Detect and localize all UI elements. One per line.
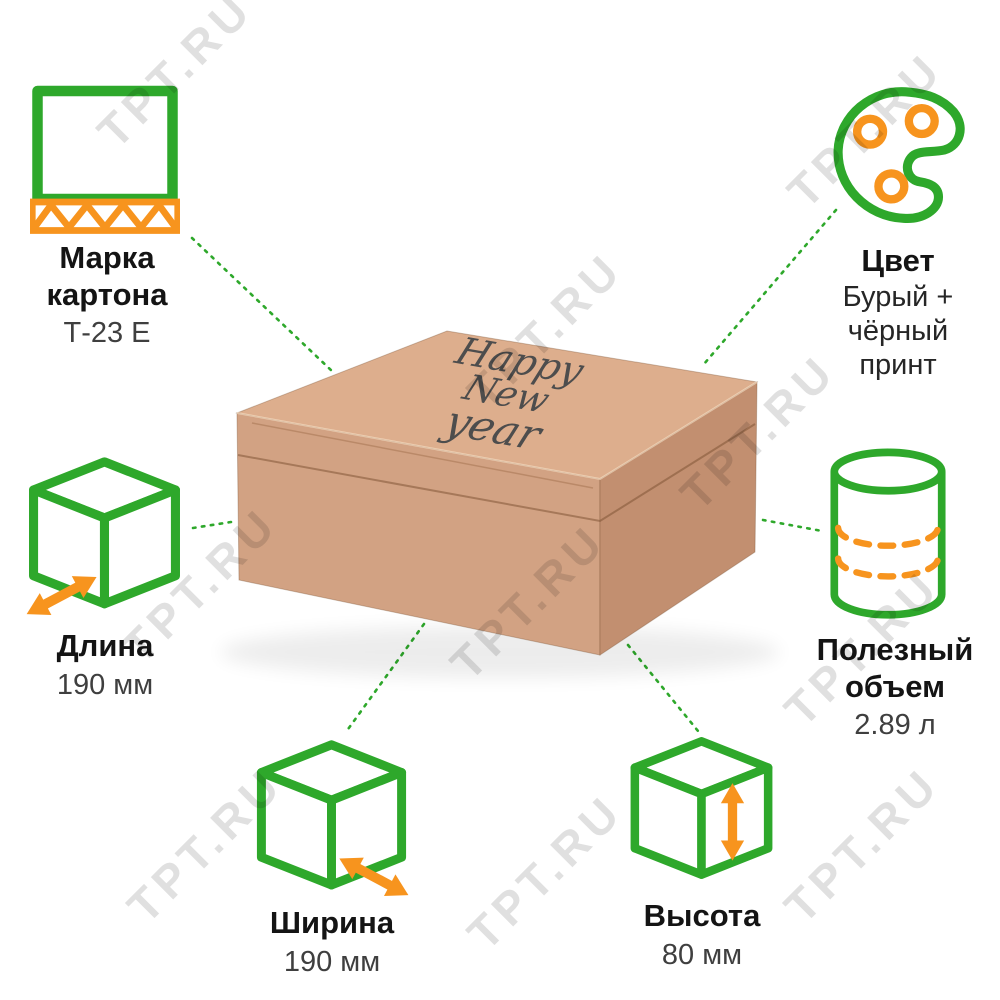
palette-shape — [833, 87, 965, 223]
paint-dot — [874, 169, 909, 204]
cardboard-label: Марка — [59, 240, 155, 275]
paint-dot — [904, 103, 939, 139]
fill-level-dashes — [834, 524, 942, 549]
connector-line — [190, 236, 335, 374]
cylinder-top-shape — [830, 448, 946, 495]
length-value: 190 мм — [56, 668, 154, 701]
width-cube-icon — [256, 740, 409, 897]
cube-right-shape — [99, 485, 180, 609]
connector-line — [761, 518, 824, 533]
cardboard-sheet-shape — [32, 85, 178, 205]
color-value: принт — [859, 349, 937, 382]
volume-cylinder-icon — [830, 448, 946, 619]
spec-cardboard: Марка картона Т-23 Е — [0, 240, 227, 350]
spec-length: Длина 190 мм — [0, 628, 225, 702]
color-value: чёрный — [847, 314, 949, 347]
width-value: 190 мм — [283, 945, 381, 978]
fill-level-dashes — [834, 555, 942, 580]
box-lid-seam — [237, 423, 756, 523]
cardboard-grade-icon — [30, 85, 180, 234]
length-arrow-icon — [26, 576, 97, 615]
volume-value: 2.89 л — [854, 709, 936, 742]
connector-line — [702, 208, 838, 366]
box-shadow — [220, 626, 780, 678]
width-label: Ширина — [269, 905, 395, 940]
box-lid-crease — [251, 422, 594, 489]
spec-width: Ширина 190 мм — [212, 905, 452, 979]
volume-label: объем — [844, 668, 946, 704]
length-cube-icon — [26, 457, 180, 615]
connector-line — [344, 622, 426, 734]
cardboard-label: картона — [46, 276, 168, 312]
color-value: Бурый + — [842, 280, 954, 313]
height-arrow-icon — [720, 783, 745, 861]
height-value: 80 мм — [661, 938, 743, 971]
height-label: Высота — [643, 898, 761, 933]
height-cube-icon — [630, 737, 773, 879]
spec-height: Высота 80 мм — [582, 898, 822, 972]
palette-icon — [833, 87, 965, 223]
corrugation-zigzag-shape — [31, 201, 179, 231]
paint-dot — [852, 114, 888, 149]
width-arrow-icon — [339, 857, 409, 897]
product-box: Happy New year — [220, 329, 780, 678]
connector-line — [191, 520, 233, 530]
cardboard-value: Т-23 Е — [63, 317, 151, 350]
spec-color: Цвет Бурый + чёрный принт — [778, 243, 1000, 382]
box-top-edge-highlight — [236, 381, 758, 481]
volume-label: Полезный — [816, 632, 974, 667]
length-label: Длина — [56, 628, 154, 663]
spec-volume: Полезный объем 2.89 л — [770, 632, 1000, 742]
cube-right-shape — [327, 768, 407, 890]
color-label: Цвет — [861, 243, 935, 278]
